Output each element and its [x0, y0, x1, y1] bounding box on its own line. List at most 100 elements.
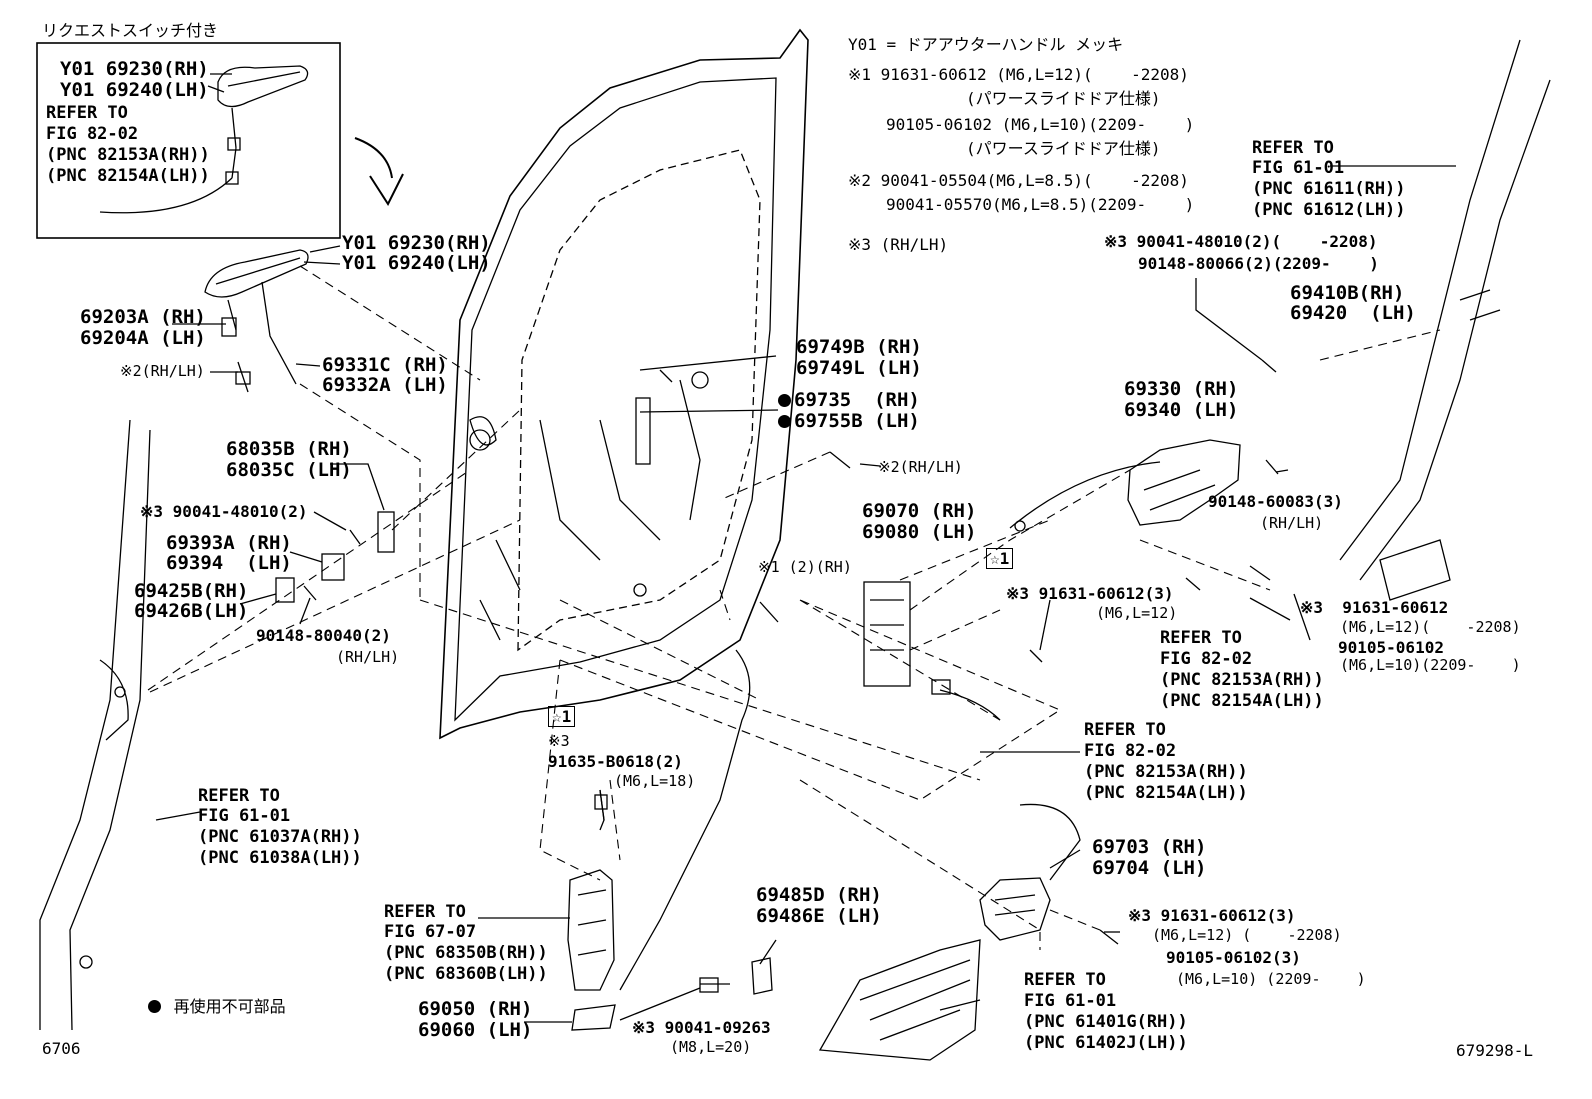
label-90041-09263: ※3 90041-09263 — [632, 1018, 771, 1037]
label-69332a: 69332A (LH) — [322, 374, 448, 396]
bracket — [699, 957, 773, 995]
fig-82-02-a: FIG 82-02 — [1160, 649, 1253, 669]
legend-note3: ※3 (RH/LH) — [848, 235, 949, 254]
door-cable — [619, 649, 1081, 991]
projection-lines — [147, 265, 1441, 950]
label-90041-48010: ※3 90041-48010(2) — [140, 502, 308, 521]
label-91635-b0618-spec: (M6,L=18) — [614, 772, 696, 790]
inset-pnc-rh-label: (PNC 82153A(RH)) — [46, 145, 210, 165]
label-90041-09263-spec: (M8,L=20) — [670, 1038, 752, 1056]
label-69426b: 69426B(LH) — [134, 600, 249, 622]
pnc-68360b: (PNC 68360B(LH)) — [384, 964, 548, 984]
label-69340: 69340 (LH) — [1124, 399, 1239, 421]
legend-note1-a-spec: (パワースライドドア仕様) — [966, 89, 1161, 108]
inset-fig-label: FIG 82-02 — [46, 124, 139, 144]
label-68035c: 68035C (LH) — [226, 459, 352, 481]
label-69420: 69420 (LH) — [1290, 302, 1416, 324]
label-69240: Y01 69240(LH) — [342, 252, 491, 274]
label-note1-rh: ※1 (2)(RH) — [758, 558, 852, 576]
star-callout-a: ☆1 — [986, 548, 1014, 569]
label-69203a: 69203A (RH) — [80, 306, 206, 328]
label-69735: 69735 (RH) — [778, 389, 920, 411]
label-90148-80066: 90148-80066(2)(2209- ) — [1138, 254, 1379, 273]
pnc-82153a-a: (PNC 82153A(RH)) — [1160, 670, 1324, 690]
inset-pnc-lh-label: (PNC 82154A(LH)) — [46, 166, 210, 186]
small-parts — [275, 359, 1279, 945]
nonreuse-dot-icon — [148, 1000, 161, 1013]
pnc-61402j: (PNC 61402J(LH)) — [1024, 1033, 1188, 1053]
label-90105-06102-b: 90105-06102 — [1338, 638, 1444, 657]
door-closer-assembly — [979, 877, 1051, 941]
label-69330: 69330 (RH) — [1124, 378, 1239, 400]
label-91631-60612-b-spec: (M6,L=12)( -2208) — [1340, 618, 1521, 636]
figure-number: 679298-L — [1456, 1041, 1534, 1060]
legend-note2-b: 90041-05570(M6,L=8.5)(2209- ) — [886, 195, 1195, 214]
label-91631-60612-c: ※3 91631-60612(3) — [1128, 906, 1296, 925]
inset-door-handle — [99, 65, 309, 214]
label-91631-60612-a: ※3 91631-60612(3) — [1006, 584, 1174, 603]
label-90148-80040: 90148-80040(2) — [256, 626, 391, 645]
legend-y01: Y01 = ドアアウターハンドル メッキ — [848, 35, 1124, 54]
label-69060: 69060 (LH) — [418, 1019, 533, 1041]
label-69080: 69080 (LH) — [862, 521, 977, 543]
label-69425b: 69425B(RH) — [134, 580, 249, 602]
label-69070: 69070 (RH) — [862, 500, 977, 522]
outside-door-handle — [204, 249, 309, 393]
star-callout-b: ☆1 — [548, 706, 576, 727]
label-68035b: 68035B (RH) — [226, 438, 352, 460]
label-69735-text: 69735 (RH) — [794, 389, 920, 411]
inset-refer-label: REFER TO — [46, 103, 128, 123]
label-90041-48010-b: ※3 90041-48010(2)( -2208) — [1104, 232, 1378, 251]
door-hinge — [567, 789, 616, 1031]
label-69703: 69703 (RH) — [1092, 836, 1207, 858]
nonreuse-dot-icon — [778, 394, 791, 407]
inset-handle-rh-label: Y01 69230(RH) — [60, 58, 209, 80]
door-inner-panel — [439, 28, 809, 740]
pnc-61611: (PNC 61611(RH)) — [1252, 179, 1406, 199]
label-69230: Y01 69230(RH) — [342, 232, 491, 254]
legend-note1-a: ※1 91631-60612 (M6,L=12)( -2208) — [848, 65, 1189, 84]
label-91631-60612-b: ※3 91631-60612 — [1300, 598, 1449, 617]
label-69749b: 69749B (RH) — [796, 336, 922, 358]
fig-82-02-b: FIG 82-02 — [1084, 741, 1177, 761]
label-bolt-note2-b: ※2(RH/LH) — [878, 458, 963, 476]
nonreuse-dot-icon — [778, 415, 791, 428]
pnc-61401g: (PNC 61401G(RH)) — [1024, 1012, 1188, 1032]
door-lock-assembly — [1009, 439, 1241, 532]
pnc-61038a: (PNC 61038A(LH)) — [198, 848, 362, 868]
legend-note1-b: 90105-06102 (M6,L=10)(2209- ) — [886, 115, 1195, 134]
fig-61-01-right: FIG 61-01 — [1252, 158, 1345, 178]
label-91635-b0618: 91635-B0618(2) — [548, 752, 683, 771]
label-90148-60083: 90148-60083(3) — [1208, 492, 1343, 511]
inset-handle-lh-label: Y01 69240(LH) — [60, 79, 209, 101]
lock-actuator — [863, 581, 1001, 721]
legend-note2-a: ※2 90041-05504(M6,L=8.5)( -2208) — [848, 171, 1189, 190]
non-reusable-legend-text: 再使用不可部品 — [173, 997, 286, 1016]
fig-61-01-left: FIG 61-01 — [198, 806, 291, 826]
lower-rail — [818, 939, 981, 1061]
left-body-pillar — [39, 419, 151, 1031]
label-69050: 69050 (RH) — [418, 998, 533, 1020]
label-69704: 69704 (LH) — [1092, 857, 1207, 879]
refer-to-82-02-b: REFER TO — [1084, 720, 1166, 740]
label-69204a: 69204A (LH) — [80, 327, 206, 349]
right-body-pillar — [1339, 39, 1551, 601]
pnc-61037a: (PNC 61037A(RH)) — [198, 827, 362, 847]
refer-to-82-02-a: REFER TO — [1160, 628, 1242, 648]
fig-67-07: FIG 67-07 — [384, 922, 477, 942]
label-90148-80040-side: (RH/LH) — [336, 648, 400, 666]
pnc-61612: (PNC 61612(LH)) — [1252, 200, 1406, 220]
inset-title: リクエストスイッチ付き — [42, 21, 219, 40]
leader-lines — [155, 73, 1456, 1023]
refer-to-61-01-left: REFER TO — [198, 786, 280, 806]
non-reusable-legend: 再使用不可部品 — [148, 998, 286, 1016]
legend-note1-b-spec: (パワースライドドア仕様) — [966, 139, 1161, 158]
curved-arrow-icon — [354, 137, 404, 207]
label-69755b: 69755B (LH) — [778, 410, 920, 432]
label-91631-60612-a-spec: (M6,L=12) — [1096, 604, 1178, 622]
label-bolt-note2: ※2(RH/LH) — [120, 362, 205, 380]
pnc-82154a-b: (PNC 82154A(LH)) — [1084, 783, 1248, 803]
refer-to-67-07: REFER TO — [384, 902, 466, 922]
